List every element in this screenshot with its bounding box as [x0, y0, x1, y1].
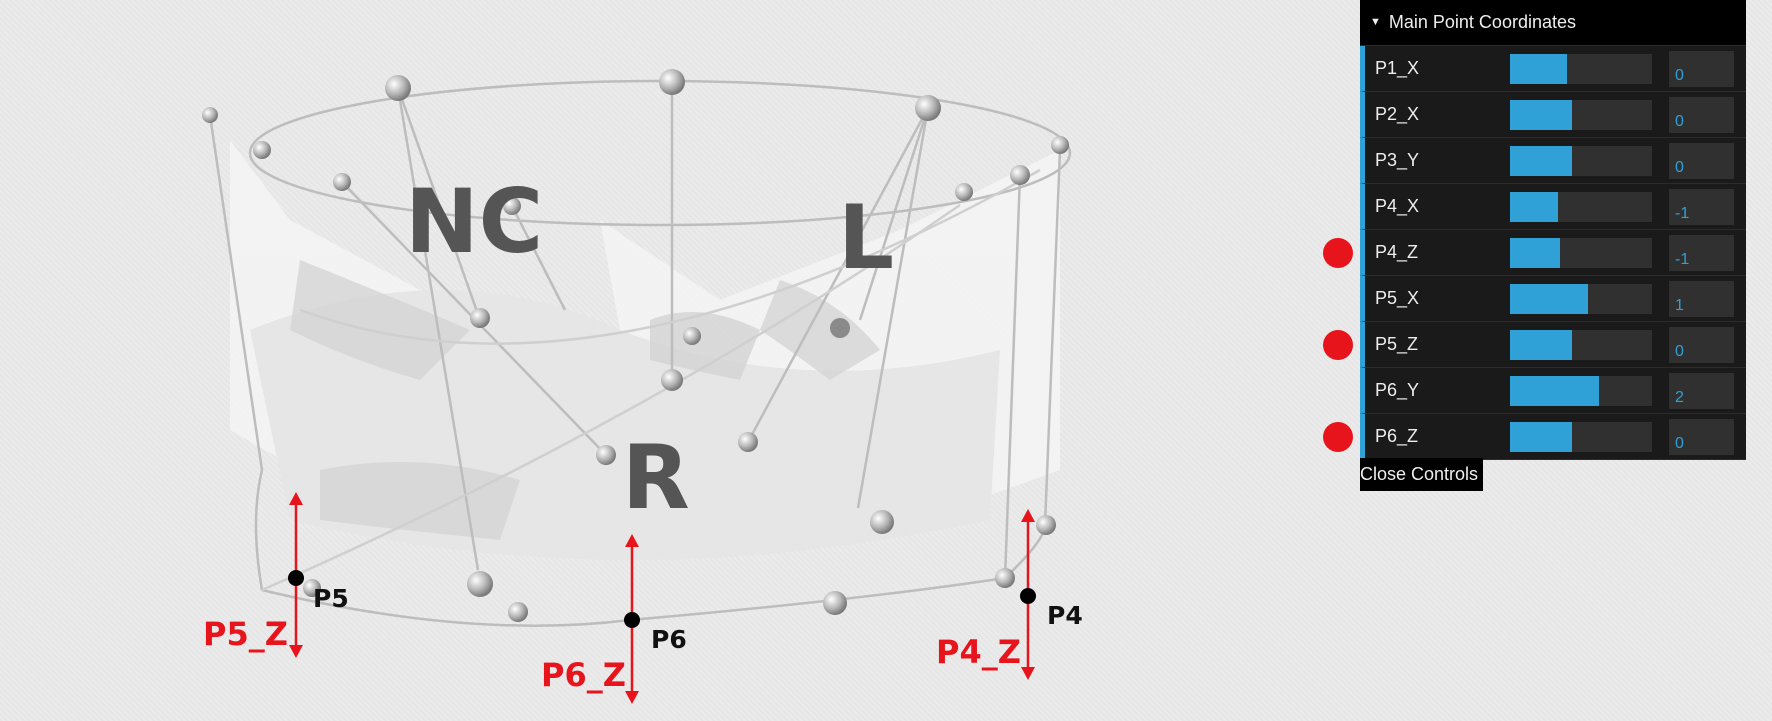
folder-title-label: Main Point Coordinates [1388, 12, 1576, 32]
control-number-input[interactable]: 0 [1669, 418, 1734, 455]
control-number-input[interactable]: -1 [1669, 188, 1734, 225]
control-row-p6-y: P6_Y 2 [1360, 368, 1746, 414]
control-number-input[interactable]: 0 [1669, 96, 1734, 133]
control-slider[interactable] [1510, 375, 1652, 406]
control-label: P6_Z [1375, 426, 1419, 446]
control-label: P5_X [1375, 288, 1420, 308]
slider-fill [1510, 237, 1560, 268]
slider-fill [1510, 191, 1559, 222]
control-label: P3_Y [1375, 150, 1420, 170]
control-row-p4-z: P4_Z -1 [1360, 230, 1746, 276]
axis-label-p4-z: P4_Z [936, 633, 1021, 671]
close-controls-button[interactable]: Close Controls [1360, 458, 1483, 491]
region-label-nc: NC [405, 170, 543, 273]
point-label-p6: P6 [651, 625, 687, 654]
control-slider[interactable] [1510, 191, 1652, 222]
control-slider[interactable] [1510, 145, 1652, 176]
control-slider[interactable] [1510, 283, 1652, 314]
point-label-p4: P4 [1047, 601, 1083, 630]
control-label: P5_Z [1375, 334, 1419, 354]
red-dot-marker [1323, 422, 1353, 452]
axis-label-p6-z: P6_Z [541, 656, 626, 694]
region-label-l: L [838, 186, 894, 289]
control-label: P4_X [1375, 196, 1420, 216]
slider-fill [1510, 329, 1573, 360]
slider-fill [1510, 99, 1573, 130]
control-row-p5-x: P5_X 1 [1360, 276, 1746, 322]
red-dot-marker [1323, 330, 1353, 360]
control-row-p3-y: P3_Y 0 [1360, 138, 1746, 184]
slider-fill [1510, 283, 1589, 314]
control-row-p5-z: P5_Z 0 [1360, 322, 1746, 368]
region-label-r: R [622, 426, 690, 529]
control-number-input[interactable]: 0 [1669, 142, 1734, 179]
point-p5[interactable] [288, 570, 304, 586]
control-number-input[interactable]: 0 [1669, 326, 1734, 363]
control-number-input[interactable]: -1 [1669, 234, 1734, 271]
point-p4[interactable] [1020, 588, 1036, 604]
caret-down-icon: ▼ [1370, 16, 1381, 28]
control-row-p4-x: P4_X -1 [1360, 184, 1746, 230]
red-dot-marker [1323, 238, 1353, 268]
control-number-input[interactable]: 0 [1669, 50, 1734, 87]
control-slider[interactable] [1510, 99, 1652, 130]
control-row-p2-x: P2_X 0 [1360, 92, 1746, 138]
control-number-input[interactable]: 2 [1669, 372, 1734, 409]
slider-fill [1510, 53, 1567, 84]
point-p6[interactable] [624, 612, 640, 628]
control-label: P1_X [1375, 58, 1420, 78]
slider-fill [1510, 421, 1573, 452]
control-label: P6_Y [1375, 380, 1420, 400]
control-label: P4_Z [1375, 242, 1419, 262]
folder-title[interactable]: ▼ Main Point Coordinates [1360, 0, 1746, 46]
point-label-p5: P5 [313, 584, 349, 613]
control-slider[interactable] [1510, 421, 1652, 452]
control-slider[interactable] [1510, 53, 1652, 84]
slider-fill [1510, 145, 1573, 176]
slider-fill [1510, 375, 1600, 406]
control-number-input[interactable]: 1 [1669, 280, 1734, 317]
control-label: P2_X [1375, 104, 1420, 124]
axis-label-p5-z: P5_Z [203, 615, 288, 653]
control-slider[interactable] [1510, 329, 1652, 360]
control-row-p1-x: P1_X 0 [1360, 46, 1746, 92]
wireframe-nodes [202, 69, 1069, 622]
control-row-p6-z: P6_Z 0 [1360, 414, 1746, 460]
control-slider[interactable] [1510, 237, 1652, 268]
